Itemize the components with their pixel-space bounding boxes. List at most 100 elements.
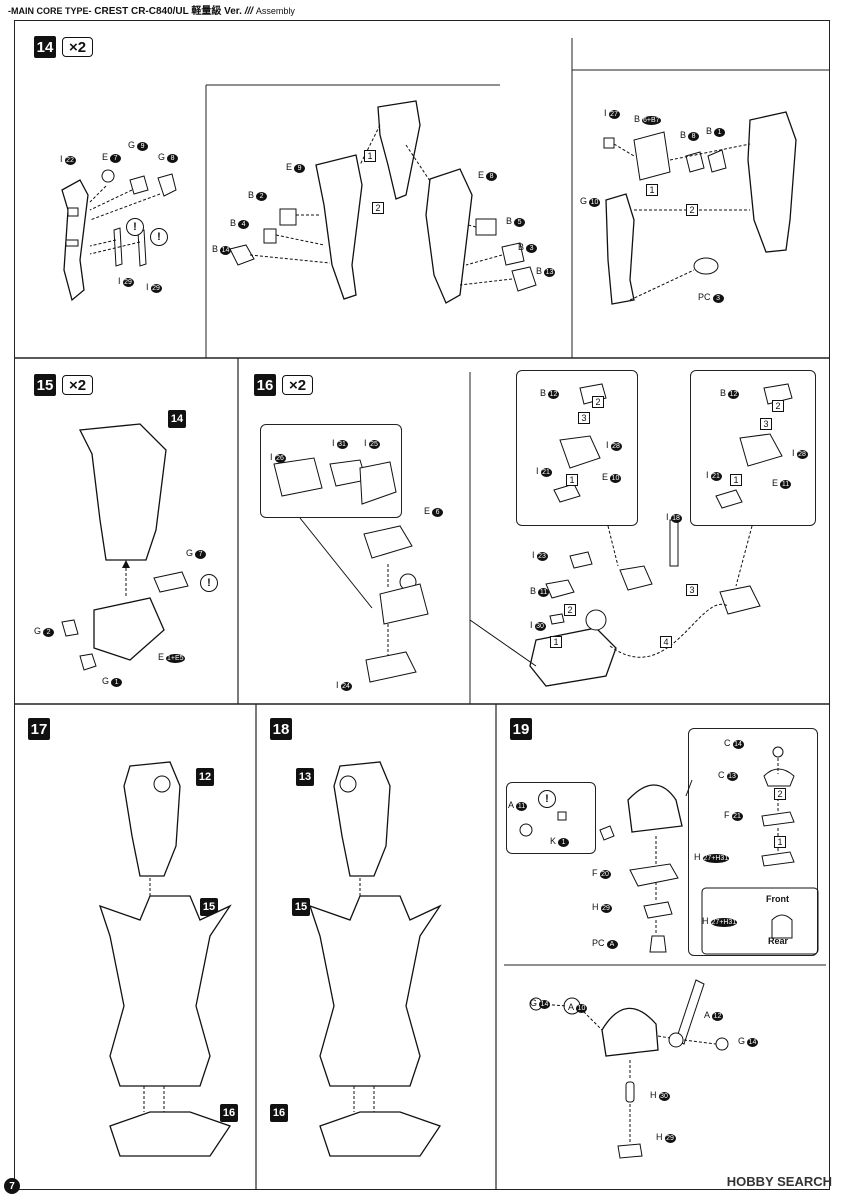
step-box-2: 2 — [774, 788, 786, 800]
ref-step-15-badge: 15 — [292, 898, 310, 916]
step-14-arm-assembly — [229, 100, 537, 304]
step-19-foot-assembly — [519, 746, 819, 1159]
ref-step-16-badge: 16 — [220, 1104, 238, 1122]
step-box-2: 2 — [372, 202, 384, 214]
step-box-2: 2 — [686, 204, 698, 216]
page-number: 7 — [4, 1178, 20, 1194]
step-19-foot-callout — [688, 728, 818, 956]
header-main-core-type: -MAIN CORE TYPE- — [8, 6, 92, 16]
step-box-1: 1 — [774, 836, 786, 848]
step-box-1: 1 — [646, 184, 658, 196]
watermark-logo: HOBBY SEARCH — [726, 1174, 832, 1189]
instruction-frame — [14, 20, 830, 1190]
step-box-3: 3 — [578, 412, 590, 424]
document-header: -MAIN CORE TYPE- CREST CR-C840/UL 軽量級 Ve… — [8, 2, 295, 17]
step-box-2: 2 — [592, 396, 604, 408]
caution-icon: ! — [200, 574, 218, 592]
step-18-badge: 18 — [270, 718, 292, 740]
step-14-badge: 14 — [34, 36, 56, 58]
ref-step-13-badge: 13 — [296, 768, 314, 786]
caution-icon: ! — [538, 790, 556, 808]
step-box-1: 1 — [364, 150, 376, 162]
ref-step-15-badge: 15 — [200, 898, 218, 916]
header-product-name: CREST CR-C840/UL 軽量級 Ver. — [94, 6, 242, 17]
step-18-leg-assembly — [308, 761, 442, 1157]
step-16-badge: 16 — [254, 374, 276, 396]
caution-icon: ! — [126, 218, 144, 236]
ref-step-16-badge: 16 — [270, 1104, 288, 1122]
step-19-badge: 19 — [510, 718, 532, 740]
step-15-badge: 15 — [34, 374, 56, 396]
step-17-badge: 17 — [28, 718, 50, 740]
step-16-quantity: ×2 — [282, 375, 314, 395]
caution-icon: ! — [150, 228, 168, 246]
ref-step-12-badge: 12 — [196, 768, 214, 786]
step-box-1: 1 — [566, 474, 578, 486]
header-assembly-label: Assembly — [255, 6, 295, 16]
step-15-assembly — [61, 423, 189, 671]
step-16-hip-assembly — [469, 383, 793, 687]
step-box-3: 3 — [760, 418, 772, 430]
step-14-quantity: ×2 — [62, 37, 94, 57]
step-box-1: 1 — [550, 636, 562, 648]
step-box-2: 2 — [564, 604, 576, 616]
rear-label: Rear — [768, 936, 789, 946]
header-assembly-mark: /// — [244, 6, 254, 17]
step-16-joint-assembly — [273, 457, 429, 683]
step-box-3: 3 — [686, 584, 698, 596]
step-17-leg-assembly — [98, 761, 232, 1157]
step-15-quantity: ×2 — [62, 375, 94, 395]
